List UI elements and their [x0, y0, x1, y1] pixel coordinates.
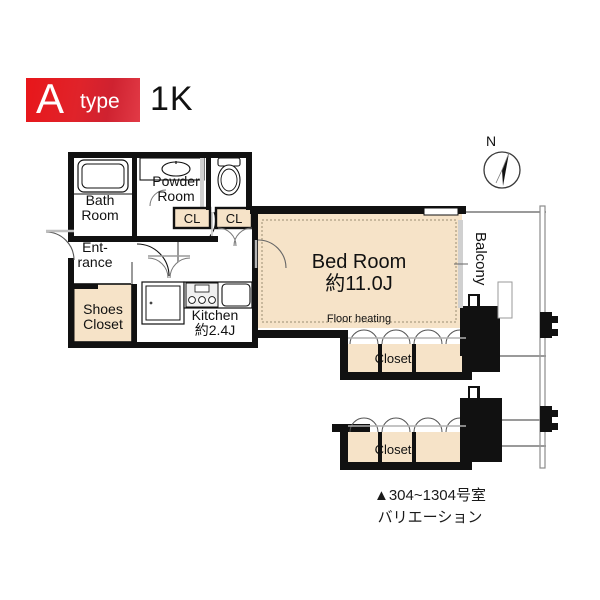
bedroom-details	[254, 207, 468, 374]
closet-main-fill	[346, 344, 466, 372]
closet-variation-fill	[346, 432, 466, 464]
interior-partitions	[45, 157, 254, 343]
bedroom-door-arc	[257, 239, 287, 269]
kitchen-sink-icon	[221, 283, 251, 307]
shoes-closet-box	[69, 283, 133, 343]
balcony-partition-upper	[540, 312, 558, 338]
balcony-partition-lower	[540, 406, 558, 432]
plan-code: 1K	[150, 80, 194, 118]
bed-room-fill	[256, 214, 462, 328]
powder-door-arc	[136, 243, 170, 277]
variation-caption-line2: バリエーション	[377, 508, 483, 526]
variation-caption: ▲304~1304号室 バリエーション	[340, 485, 520, 529]
compass-rose-icon	[483, 151, 521, 189]
balcony-area	[466, 205, 558, 469]
cl-right-door-arc	[217, 227, 237, 247]
plan-letter: A	[36, 75, 65, 122]
plan-type-badge	[26, 78, 140, 122]
cl-left-door-arc	[149, 189, 167, 207]
compass-north-label: N	[486, 133, 497, 149]
cl-right-fill	[216, 208, 252, 228]
bedroom-window	[423, 207, 459, 216]
variation-caption-line1: ▲304~1304号室	[373, 487, 486, 504]
cl-right-box	[214, 206, 254, 230]
balcony-drain-plate	[497, 281, 513, 319]
plan-type-word: type	[80, 90, 120, 113]
shoes-closet-fill	[70, 284, 132, 342]
toilet-fixture	[217, 157, 241, 196]
variation-diagram	[332, 386, 502, 470]
cl-left-box	[172, 206, 212, 230]
floor-heating-zone	[261, 219, 457, 323]
exterior-walls	[68, 152, 500, 380]
room-fills	[70, 208, 466, 464]
sink-basin-icon	[161, 161, 191, 177]
compass-north-icon: N	[482, 133, 526, 192]
plan-header: A type 1K	[26, 75, 246, 124]
hall-door-arc-right	[169, 257, 191, 279]
hall-door-arc-left	[147, 257, 169, 279]
entrance-door-arc	[45, 231, 75, 261]
closet-variation-doors	[349, 417, 461, 433]
cl-left-fill	[174, 208, 210, 228]
closet-main-doors	[349, 329, 461, 345]
